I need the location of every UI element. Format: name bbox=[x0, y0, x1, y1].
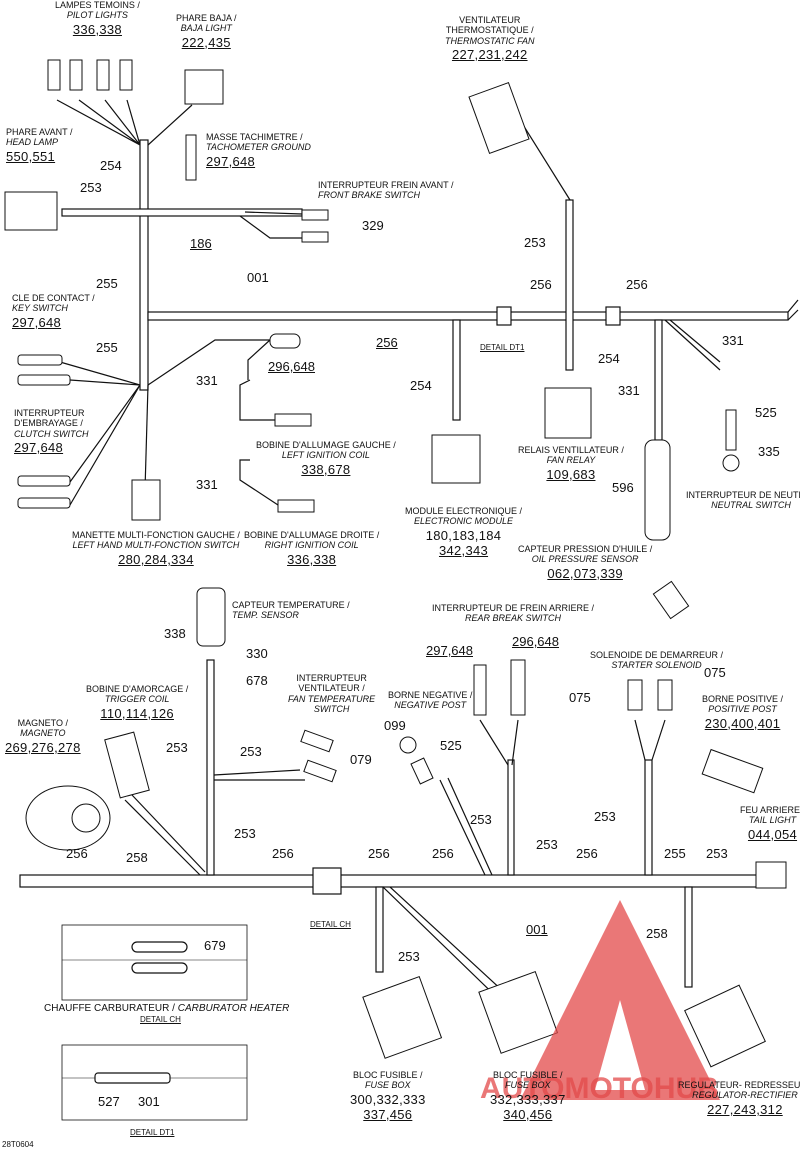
label-neutral-switch: INTERRUPTEUR DE NEUTRE / NEUTRAL SWITCH bbox=[686, 490, 800, 511]
label-fan-relay: RELAIS VENTILLATEUR / FAN RELAY 109,683 bbox=[518, 445, 624, 482]
label-magneto: MAGNETO / MAGNETO 269,276,278 bbox=[5, 718, 81, 755]
label-tach-ground: MASSE TACHIMETRE / TACHOMETER GROUND 297… bbox=[206, 132, 311, 169]
wire-335: 335 bbox=[758, 444, 780, 459]
label-left-multi-switch: MANETTE MULTI-FONCTION GAUCHE / LEFT HAN… bbox=[72, 530, 240, 567]
wire-678: 678 bbox=[246, 673, 268, 688]
label-temp-sensor: CAPTEUR TEMPERATURE / TEMP. SENSOR bbox=[232, 600, 350, 621]
wire-255: 255 bbox=[664, 846, 686, 861]
label-rear-brake-switch: INTERRUPTEUR DE FREIN ARRIERE / REAR BRE… bbox=[432, 603, 595, 624]
label-right-ignition-coil: BOBINE D'ALLUMAGE DROITE / RIGHT IGNITIO… bbox=[244, 530, 380, 567]
detail-dt1-box: DETAIL DT1 bbox=[130, 1128, 175, 1137]
label-starter-solenoid: SOLENOIDE DE DEMARREUR / STARTER SOLENOI… bbox=[590, 650, 724, 671]
label-regulator-rectifier: REGULATEUR- REDRESSEUR / REGULATOR-RECTI… bbox=[678, 1080, 800, 1117]
wire-338: 338 bbox=[164, 626, 186, 641]
wire-296-648: 296,648 bbox=[268, 359, 315, 374]
wire-253: 253 bbox=[470, 812, 492, 827]
wire-296-648: 296,648 bbox=[512, 634, 559, 649]
label-fuse-box-2: BLOC FUSIBLE / FUSE BOX 332,333,337 340,… bbox=[490, 1070, 566, 1122]
wire-253: 253 bbox=[706, 846, 728, 861]
label-key-switch: CLE DE CONTACT / KEY SWITCH 297,648 bbox=[12, 293, 95, 330]
wire-301: 301 bbox=[138, 1094, 160, 1109]
label-tail-light: FEU ARRIERE / TAIL LIGHT 044,054 bbox=[740, 805, 800, 842]
wire-331: 331 bbox=[722, 333, 744, 348]
label-negative-post: BORNE NEGATIVE / NEGATIVE POST bbox=[388, 690, 473, 711]
wire-256: 256 bbox=[272, 846, 294, 861]
label-detail-ch-caption: DETAIL CH bbox=[140, 1015, 181, 1024]
label-positive-post: BORNE POSITIVE / POSITIVE POST 230,400,4… bbox=[702, 694, 784, 731]
wire-253: 253 bbox=[398, 949, 420, 964]
label-front-brake-switch: INTERRUPTEUR FREIN AVANT / FRONT BRAKE S… bbox=[318, 180, 454, 201]
label-oil-pressure-sensor: CAPTEUR PRESSION D'HUILE / OIL PRESSURE … bbox=[518, 544, 653, 581]
wire-331: 331 bbox=[618, 383, 640, 398]
wire-256: 256 bbox=[432, 846, 454, 861]
wire-253: 253 bbox=[594, 809, 616, 824]
detail-ch-mid: DETAIL CH bbox=[310, 920, 351, 929]
wire-001: 001 bbox=[526, 922, 548, 937]
watermark-text: AUTOMOTOHUB bbox=[480, 1072, 719, 1105]
wire-255: 255 bbox=[96, 276, 118, 291]
wire-331: 331 bbox=[196, 373, 218, 388]
wire-253: 253 bbox=[166, 740, 188, 755]
label-baja-light: PHARE BAJA / BAJA LIGHT 222,435 bbox=[176, 13, 237, 50]
wire-254: 254 bbox=[100, 158, 122, 173]
label-electronic-module: MODULE ELECTRONIQUE / ELECTRONIC MODULE … bbox=[405, 506, 523, 558]
wire-256: 256 bbox=[376, 335, 398, 350]
wire-525: 525 bbox=[440, 738, 462, 753]
label-trigger-coil: BOBINE D'AMORCAGE / TRIGGER COIL 110,114… bbox=[86, 684, 189, 721]
wire-255: 255 bbox=[96, 340, 118, 355]
wire-330: 330 bbox=[246, 646, 268, 661]
wire-253: 253 bbox=[536, 837, 558, 852]
wire-256: 256 bbox=[576, 846, 598, 861]
label-head-lamp: PHARE AVANT / HEAD LAMP 550,551 bbox=[6, 127, 73, 164]
wire-253: 253 bbox=[240, 744, 262, 759]
detail-dt1-top: DETAIL DT1 bbox=[480, 343, 525, 352]
drawing-id: 28T0604 bbox=[2, 1140, 34, 1149]
wire-679: 679 bbox=[204, 938, 226, 953]
wire-253: 253 bbox=[80, 180, 102, 195]
wire-256: 256 bbox=[368, 846, 390, 861]
wire-253: 253 bbox=[234, 826, 256, 841]
wire-331: 331 bbox=[196, 477, 218, 492]
wire-253: 253 bbox=[524, 235, 546, 250]
main-harness-lower bbox=[19, 874, 781, 888]
wire-075: 075 bbox=[569, 690, 591, 705]
wire-329: 329 bbox=[362, 218, 384, 233]
wire-254: 254 bbox=[598, 351, 620, 366]
wire-099: 099 bbox=[384, 718, 406, 733]
wire-186: 186 bbox=[190, 236, 212, 251]
watermark-logo bbox=[520, 900, 720, 1100]
main-harness-upper bbox=[147, 311, 789, 321]
label-pilot-lights: LAMPES TEMOINS / PILOT LIGHTS 336,338 bbox=[55, 0, 140, 37]
wire-596: 596 bbox=[612, 480, 634, 495]
wire-079: 079 bbox=[350, 752, 372, 767]
label-fan-temp-switch: INTERRUPTEUR VENTILATEUR / FAN TEMPERATU… bbox=[288, 673, 376, 715]
label-left-ignition-coil: BOBINE D'ALLUMAGE GAUCHE / LEFT IGNITION… bbox=[256, 440, 396, 477]
wire-254: 254 bbox=[410, 378, 432, 393]
wire-075: 075 bbox=[704, 665, 726, 680]
label-clutch-switch: INTERRUPTEUR D'EMBRAYAGE / CLUTCH SWITCH… bbox=[14, 408, 89, 456]
wire-258: 258 bbox=[646, 926, 668, 941]
wire-256: 256 bbox=[66, 846, 88, 861]
wire-256: 256 bbox=[626, 277, 648, 292]
label-fuse-box-1: BLOC FUSIBLE / FUSE BOX 300,332,333 337,… bbox=[350, 1070, 426, 1122]
label-thermostatic-fan: VENTILATEUR THERMOSTATIQUE / THERMOSTATI… bbox=[445, 15, 535, 63]
wire-297-648: 297,648 bbox=[426, 643, 473, 658]
wire-525: 525 bbox=[755, 405, 777, 420]
trunk-upper bbox=[139, 139, 149, 391]
wire-527: 527 bbox=[98, 1094, 120, 1109]
wire-256: 256 bbox=[530, 277, 552, 292]
wire-258: 258 bbox=[126, 850, 148, 865]
wire-001: 001 bbox=[247, 270, 269, 285]
label-carb-heater: CHAUFFE CARBURATEUR / CARBURATOR HEATER bbox=[44, 1003, 290, 1014]
